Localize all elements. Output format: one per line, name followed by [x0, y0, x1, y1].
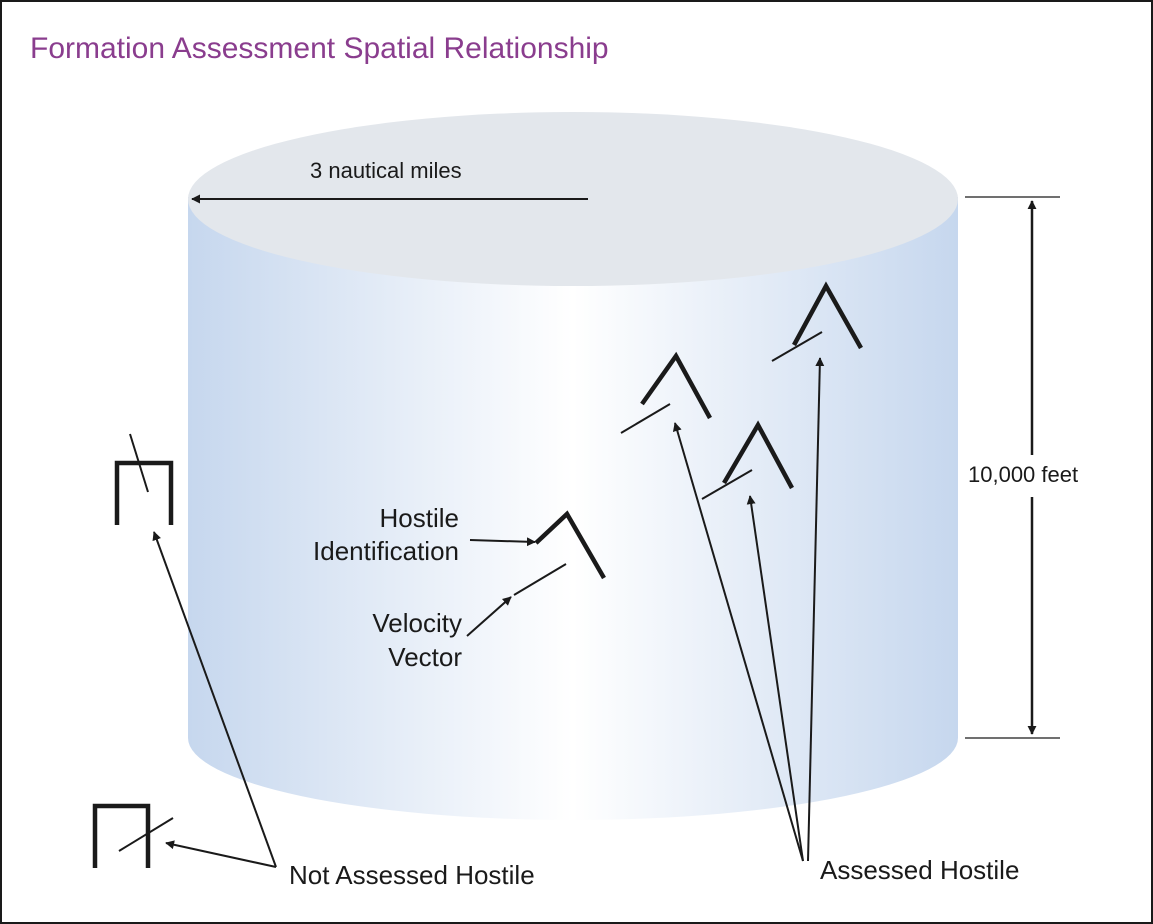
velocity-label-line2: Vector [388, 642, 462, 672]
hostile-symbol-2 [701, 420, 794, 500]
radius-dimension: 3 nautical miles [191, 158, 588, 204]
not-assessed-symbol-1 [114, 433, 174, 525]
radius-label: 3 nautical miles [310, 158, 462, 183]
velocity-vector-line [701, 469, 753, 500]
assessed-label: Assessed Hostile [820, 855, 1019, 885]
hostile-symbol-1 [620, 351, 712, 434]
height-dimension: 10,000 feet [965, 196, 1078, 739]
hostile-chevron-icon [792, 281, 863, 350]
velocity-vector-callout: Velocity Vector [372, 596, 512, 672]
hostile-chevron-icon [722, 420, 794, 490]
assessed-arrow-3 [807, 357, 825, 862]
hostile-chevron-icon [640, 351, 712, 420]
bracket-icon [114, 460, 174, 525]
assessed-arrow-2 [746, 495, 804, 862]
hostile-identification-callout: Hostile Identification [313, 503, 536, 566]
cylinder-body [188, 197, 958, 820]
velocity-vector-line [129, 433, 149, 493]
velocity-vector-line [620, 403, 671, 434]
not-assessed-label: Not Assessed Hostile [289, 860, 535, 890]
velocity-arrow [466, 596, 512, 637]
not-assessed-symbol-2 [92, 803, 174, 868]
hostile-id-label-line1: Hostile [380, 503, 459, 533]
hostile-chevron-icon [534, 510, 606, 580]
hostile-id-label-line2: Identification [313, 536, 459, 566]
assessed-arrow-1 [672, 422, 804, 862]
velocity-label-line1: Velocity [372, 608, 462, 638]
not-assessed-arrow-2 [165, 840, 277, 868]
bracket-icon [92, 803, 151, 868]
page-title: Formation Assessment Spatial Relationshi… [30, 32, 609, 65]
assessed-callout: Assessed Hostile [672, 357, 1019, 885]
cylinder [188, 112, 958, 820]
hostile-symbol-3 [771, 281, 863, 362]
not-assessed-callout: Not Assessed Hostile [152, 531, 535, 890]
hostile-id-arrow [469, 537, 536, 547]
velocity-vector-line [771, 331, 823, 362]
height-label: 10,000 feet [968, 462, 1078, 487]
velocity-vector-line [118, 817, 174, 852]
velocity-vector-line [513, 563, 567, 596]
not-assessed-arrow-1 [152, 531, 277, 868]
hostile-symbol-center [513, 510, 606, 596]
